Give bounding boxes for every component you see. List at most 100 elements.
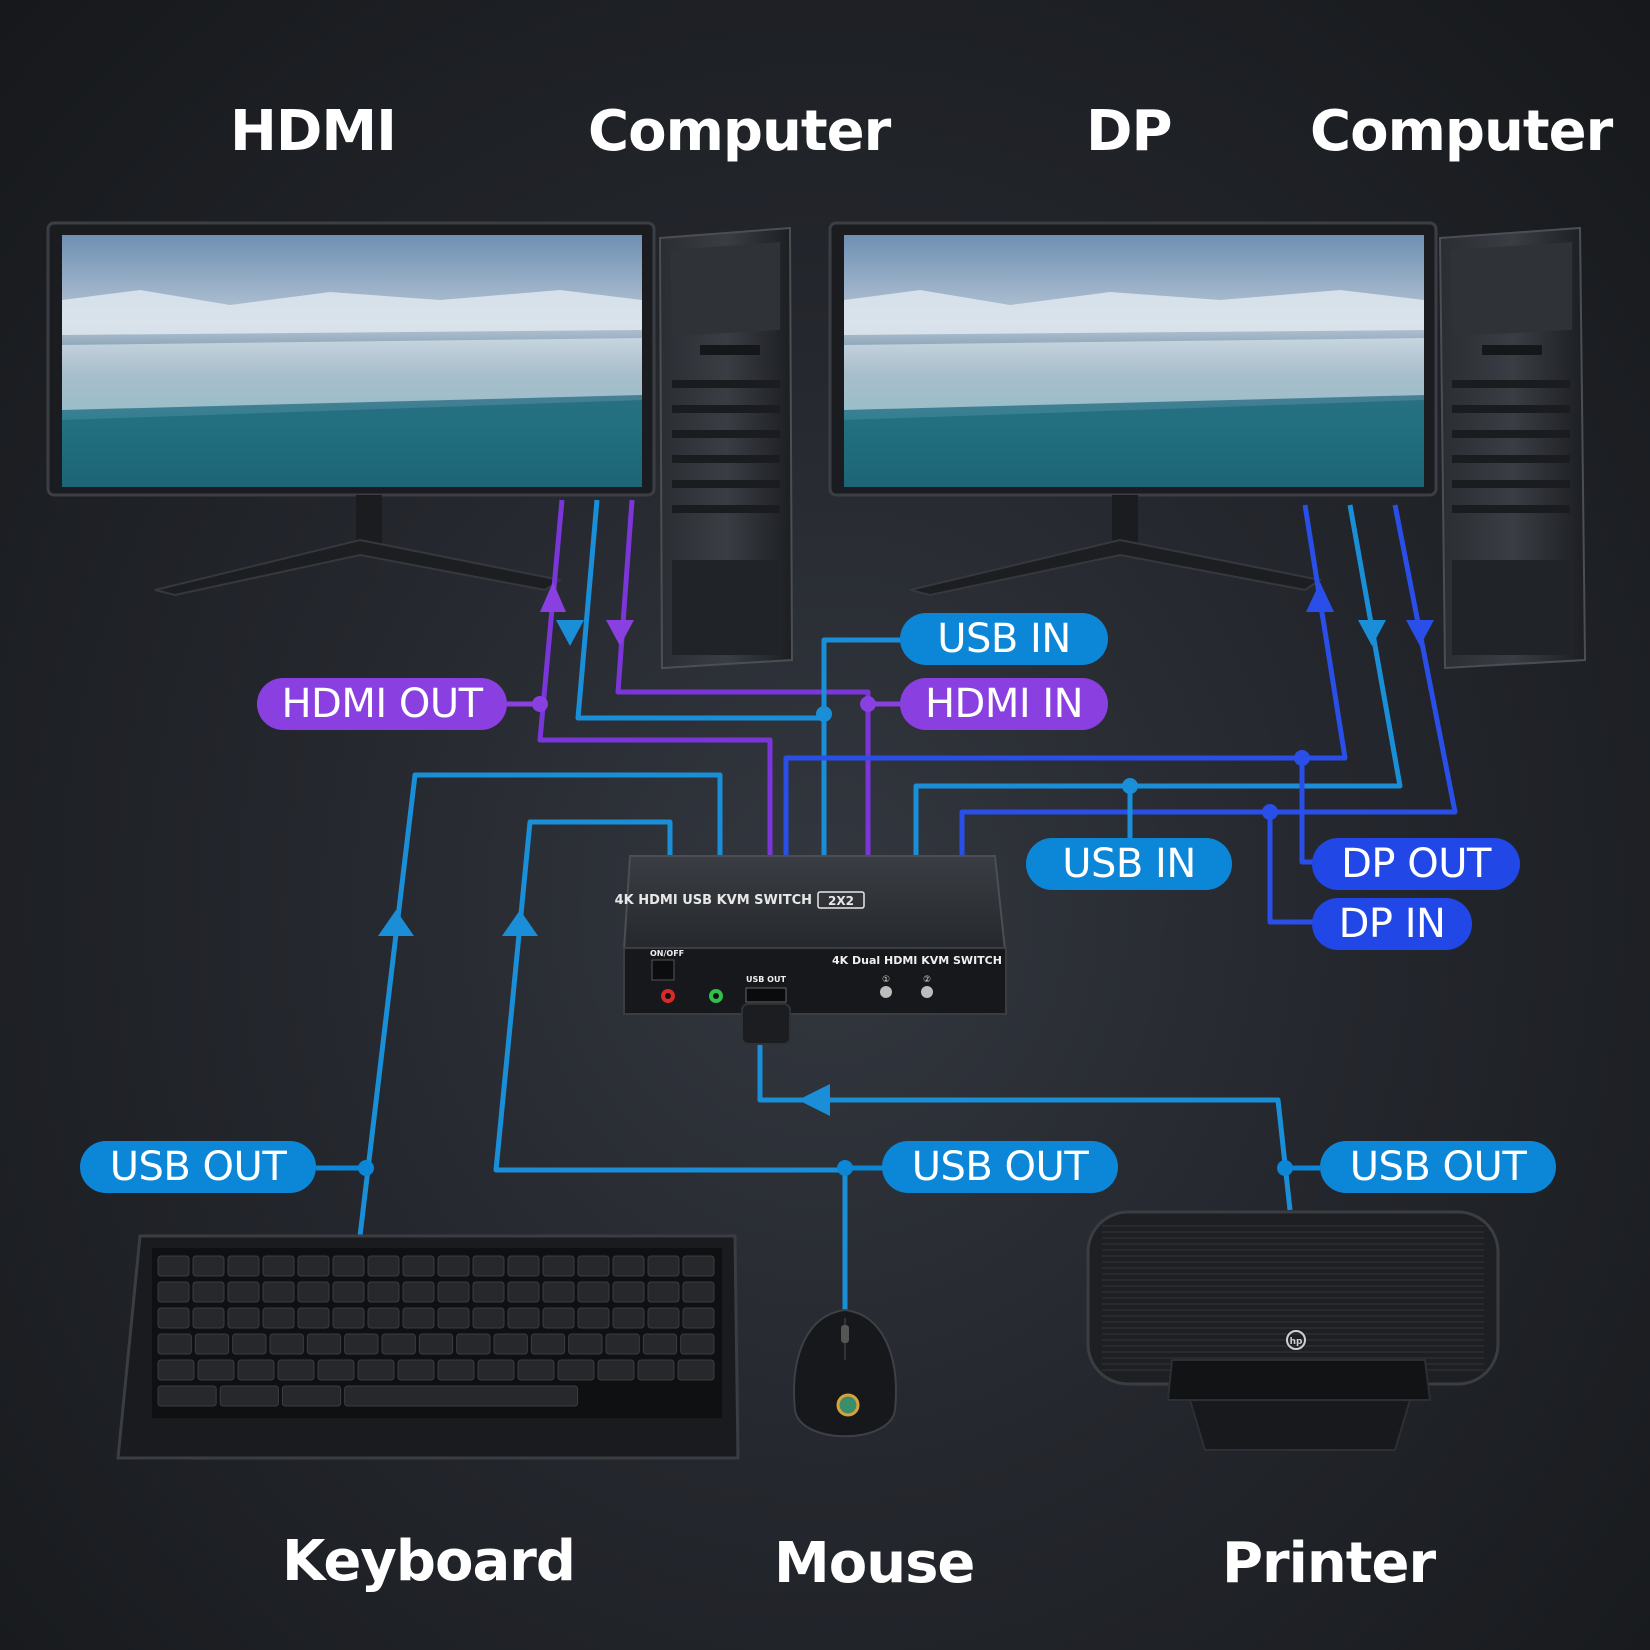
cable-usb-in-right <box>913 504 1403 855</box>
keyboard-key <box>192 1281 225 1303</box>
switch-top-label: 4K HDMI USB KVM SWITCH <box>615 893 812 908</box>
keyboard-key <box>677 1359 715 1381</box>
cables <box>316 499 1458 1310</box>
printer-logo: hp <box>1290 1337 1303 1347</box>
keyboard-key <box>402 1255 435 1277</box>
keyboard-key <box>507 1307 540 1329</box>
keyboard-key <box>642 1333 678 1355</box>
keyboard-key <box>227 1281 260 1303</box>
cable-hdmi-out <box>537 499 773 855</box>
dp-out-label: DP OUT <box>1312 838 1520 890</box>
keyboard-key <box>577 1255 610 1277</box>
keyboard-key <box>277 1359 315 1381</box>
mouse-logo-icon <box>836 1393 860 1417</box>
monitor-left <box>46 221 656 597</box>
keyboard-key <box>437 1359 475 1381</box>
arrow-down-icon <box>606 620 634 646</box>
cable-dp-in <box>959 504 1458 855</box>
arrow-down-icon <box>556 620 584 646</box>
keyboard-key <box>472 1281 505 1303</box>
kvm-switch-box: 4K HDMI USB KVM SWITCH 2X2 4K Dual HDMI … <box>615 855 1007 1045</box>
keyboard-key <box>344 1333 379 1355</box>
keyboard-key <box>157 1281 190 1303</box>
keyboard-key <box>194 1333 230 1355</box>
keyboard-key <box>456 1333 491 1355</box>
heading-printer: Printer <box>1222 1531 1436 1596</box>
mouse <box>793 1308 897 1438</box>
usb-in-left-label: USB IN <box>900 613 1108 665</box>
keyboard-key <box>357 1359 395 1381</box>
keyboard-key <box>297 1307 330 1329</box>
cable-hdmi-in <box>615 499 871 855</box>
keyboard-key <box>542 1281 575 1303</box>
heading-keyboard: Keyboard <box>282 1529 576 1594</box>
junction-dots <box>358 696 1310 1176</box>
keyboard-key <box>157 1307 190 1329</box>
keyboard-key <box>647 1307 680 1329</box>
monitor-right <box>828 221 1438 597</box>
keyboard-key <box>317 1359 355 1381</box>
heading-hdmi: HDMI <box>230 99 397 164</box>
keyboard-key <box>612 1255 645 1277</box>
usb-in-right-label: USB IN <box>1026 838 1232 890</box>
switch-front-label: 4K Dual HDMI KVM SWITCH <box>832 954 1002 967</box>
keyboard-key <box>227 1255 260 1277</box>
keyboard-key <box>605 1333 640 1355</box>
keyboard-key <box>402 1307 435 1329</box>
keyboard-key <box>381 1333 416 1355</box>
arrow-up-icon <box>502 910 538 936</box>
power-switch <box>651 959 675 981</box>
keyboard-key <box>297 1281 330 1303</box>
keyboard-key <box>269 1333 304 1355</box>
usb-out-port-label: USB OUT <box>746 975 786 984</box>
keyboard-key <box>437 1255 470 1277</box>
usb-out-printer-label: USB OUT <box>1320 1141 1556 1193</box>
keyboard-key <box>262 1281 295 1303</box>
keyboard-key <box>367 1255 400 1277</box>
keyboard-key <box>647 1255 680 1277</box>
keyboard-key <box>281 1385 342 1407</box>
pc-tower-right <box>1438 226 1587 670</box>
cable-usb-printer <box>757 1045 1293 1211</box>
cable-usb-in-left <box>575 499 827 855</box>
button-1-label: ① <box>882 975 890 985</box>
keyboard-key <box>682 1281 715 1303</box>
keyboard-key <box>232 1333 267 1355</box>
keyboard-key <box>332 1255 365 1277</box>
hdmi-in-label: HDMI IN <box>900 678 1108 730</box>
arrow-up-icon <box>540 582 566 612</box>
power-label: ON/OFF <box>650 949 684 958</box>
keyboard-key <box>682 1307 715 1329</box>
keyboard-key <box>682 1255 715 1277</box>
keyboard-key <box>472 1307 505 1329</box>
keyboard-key <box>577 1307 610 1329</box>
keyboard-key <box>262 1307 295 1329</box>
keyboard-key <box>597 1359 635 1381</box>
printer: hp <box>1086 1210 1500 1451</box>
keyboard-key <box>612 1281 645 1303</box>
keyboard-key <box>297 1255 330 1277</box>
keyboard-key <box>219 1385 279 1407</box>
usb-out-mouse-label: USB OUT <box>882 1141 1118 1193</box>
dp-in-label: DP IN <box>1312 898 1472 950</box>
keyboard-key <box>192 1307 225 1329</box>
keyboard-key <box>507 1281 540 1303</box>
button-2-label: ② <box>923 975 931 985</box>
keyboard-key <box>493 1333 528 1355</box>
keyboard-key <box>647 1281 680 1303</box>
keyboard-key <box>530 1333 566 1355</box>
keyboard-key <box>367 1281 400 1303</box>
keyboard-key <box>332 1281 365 1303</box>
keyboard-key <box>192 1255 225 1277</box>
heading-computer-left: Computer <box>588 99 891 164</box>
keyboard-key <box>402 1281 435 1303</box>
keyboard-key <box>157 1255 190 1277</box>
keyboard-key <box>637 1359 675 1381</box>
cable-usb-mouse <box>493 819 848 1310</box>
usb-port <box>745 987 787 1003</box>
keyboard-key <box>227 1307 260 1329</box>
arrow-up-icon <box>378 910 414 936</box>
keyboard-key <box>477 1359 515 1381</box>
direction-arrows <box>378 582 1434 1116</box>
keyboard-key <box>542 1307 575 1329</box>
